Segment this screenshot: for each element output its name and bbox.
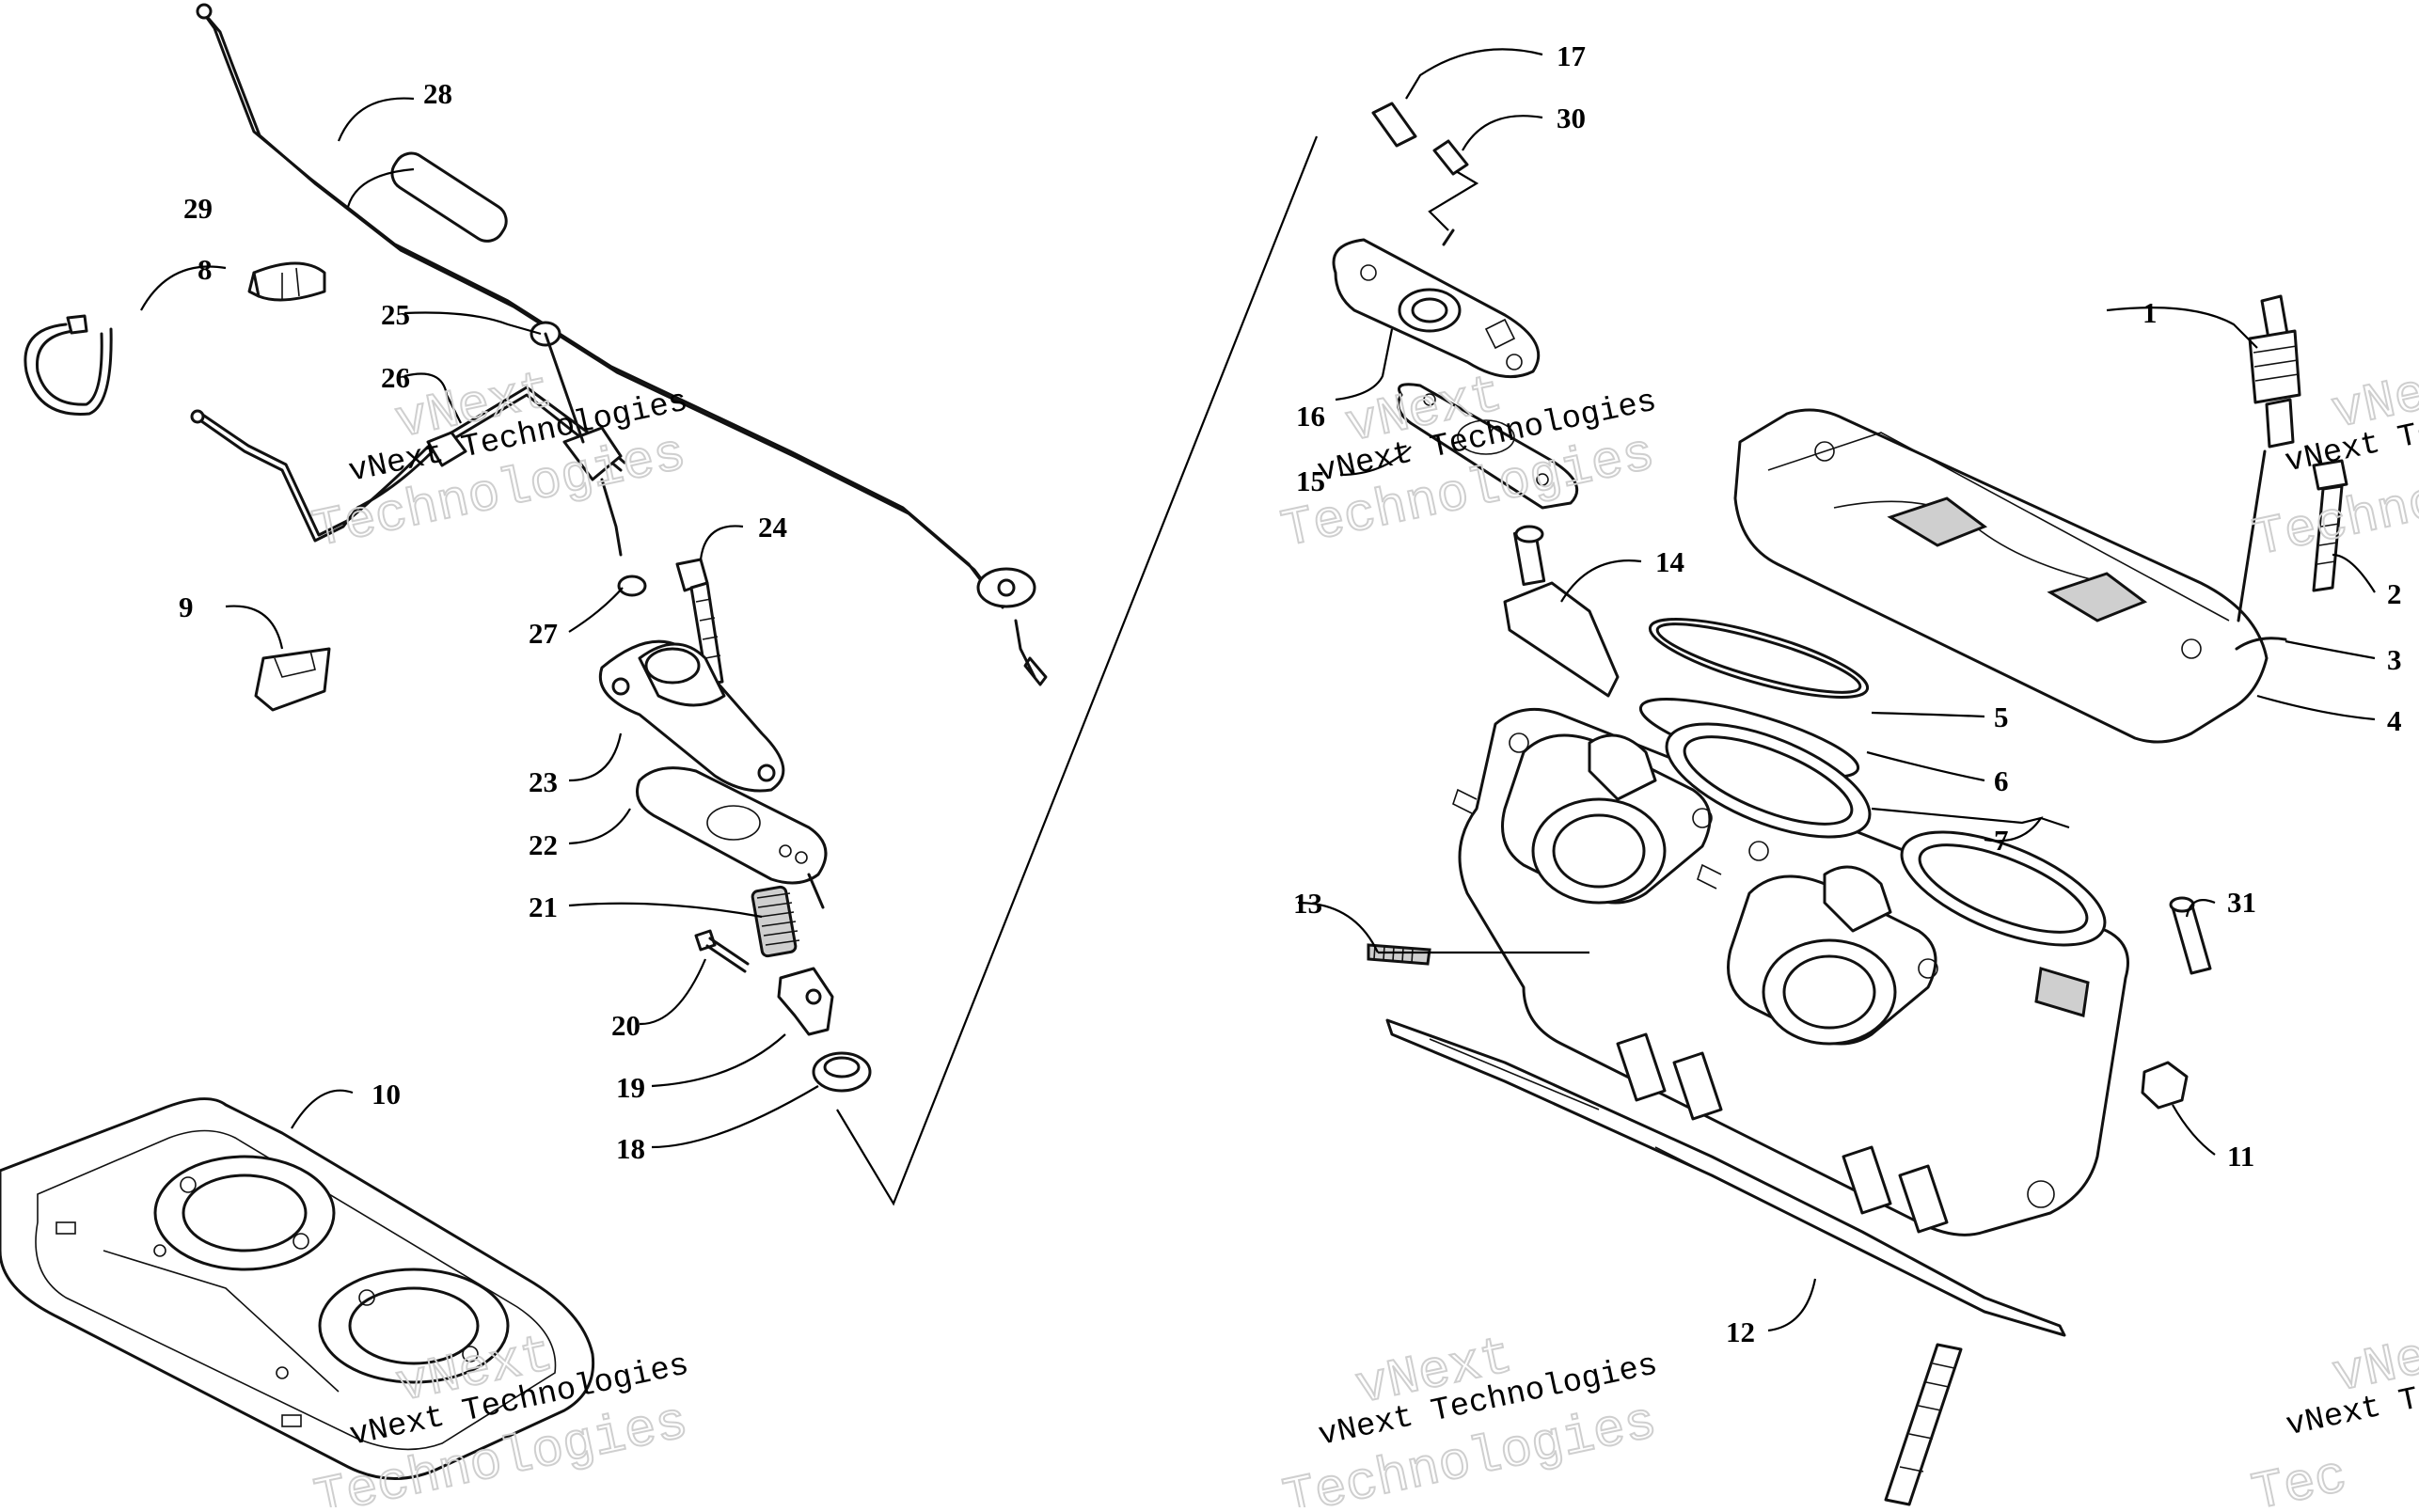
part-4-cylinder-head	[1733, 408, 2269, 744]
callout-10: 10	[372, 1078, 401, 1110]
callout-7: 7	[1994, 824, 2009, 857]
callout-labels: 17 30 16 15 14 1 2 3 4 5 6 7 13 31 11 12…	[179, 39, 2402, 1348]
part-11-nut	[2141, 1061, 2189, 1110]
part-18-seal	[812, 1051, 872, 1093]
callout-14: 14	[1655, 545, 1684, 578]
svg-text:Tec: Tec	[2247, 1446, 2352, 1507]
callout-29: 29	[183, 192, 213, 225]
callout-2: 2	[2387, 577, 2402, 610]
part-20-bolt	[694, 929, 750, 973]
callout-8: 8	[198, 253, 213, 286]
part-8-clamp	[24, 314, 113, 416]
callout-12: 12	[1726, 1315, 1755, 1348]
callout-17: 17	[1557, 39, 1586, 72]
part-3-washer	[2235, 637, 2287, 651]
part-13-stud	[1367, 943, 1431, 966]
watermark-bottom-right: vNext vNext Tec Tec	[2246, 1314, 2419, 1512]
callout-27: 27	[529, 617, 558, 650]
part-25-screw	[530, 321, 585, 444]
part-22-gasket	[636, 766, 828, 909]
callout-25: 25	[381, 298, 410, 331]
part-12-stud	[1884, 1343, 1963, 1506]
callout-30: 30	[1557, 102, 1586, 134]
callout-26: 26	[381, 361, 410, 394]
part-17-cap	[1371, 102, 1417, 148]
callout-19: 19	[616, 1071, 645, 1104]
part-31-dowel	[2169, 896, 2212, 975]
part-27-washer	[617, 575, 647, 597]
callout-4: 4	[2387, 704, 2402, 737]
callout-5: 5	[1994, 701, 2009, 733]
part-5-oring	[1648, 618, 1870, 699]
callout-9: 9	[179, 591, 194, 623]
part-12-base-gasket	[1385, 1018, 2066, 1337]
callout-31: 31	[2227, 886, 2256, 919]
part-14-valve	[1503, 525, 1620, 698]
leader-lines	[140, 48, 2376, 1332]
part-15-gasket	[1397, 383, 1579, 510]
callout-21: 21	[529, 890, 558, 923]
watermark-top-center: vNext vNext Technologies Technologies	[1275, 364, 1661, 562]
callout-3: 3	[2387, 643, 2402, 676]
callout-13: 13	[1293, 887, 1322, 920]
part-10-gasket-kit	[0, 1097, 595, 1480]
callout-28: 28	[423, 77, 452, 110]
callout-15: 15	[1296, 465, 1325, 497]
part-28-cable	[196, 3, 1048, 686]
callout-23: 23	[529, 765, 558, 798]
callout-22: 22	[529, 828, 558, 861]
part-26-actuator-cable	[190, 386, 626, 557]
part-1-spark-plug	[2237, 294, 2301, 622]
callout-24: 24	[758, 511, 787, 543]
part-9-bracket	[254, 647, 331, 712]
part-16-valve-housing	[1332, 228, 1541, 379]
part-2-bolt	[2312, 459, 2348, 592]
callout-20: 20	[611, 1009, 640, 1042]
callout-6: 6	[1994, 764, 2009, 797]
part-30-fitting	[1428, 139, 1479, 231]
part-24-bolt	[675, 558, 724, 686]
part-7-cylinder-block	[1452, 707, 2129, 1236]
assembly-connector	[836, 135, 1319, 1206]
callout-11: 11	[2227, 1140, 2254, 1173]
part-21-spring	[751, 885, 800, 958]
callout-1: 1	[2142, 296, 2158, 329]
part-19-fork	[777, 967, 834, 1036]
part-23-cover	[599, 639, 785, 793]
callout-18: 18	[616, 1132, 645, 1165]
part-29-clip	[247, 261, 326, 302]
watermark-bottom-center: vNext vNext Technologies Technologies	[1277, 1326, 1663, 1512]
watermark-top-left: vNext vNext Technologies Technologies	[307, 360, 692, 562]
callout-16: 16	[1296, 400, 1325, 433]
